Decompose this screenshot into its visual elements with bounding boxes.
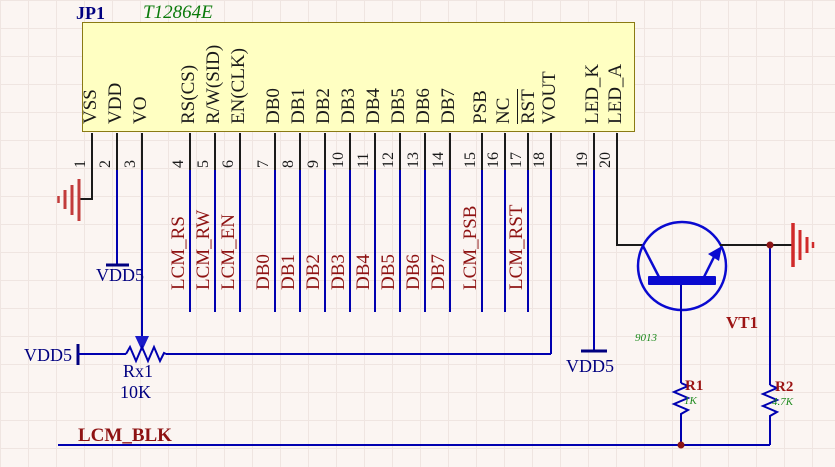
pin-number-17[interactable]: 17 <box>508 152 525 168</box>
rx1-designator[interactable]: Rx1 <box>123 361 154 381</box>
pin-number-20[interactable]: 20 <box>597 152 614 168</box>
net-label-db6[interactable]: DB6 <box>403 254 424 290</box>
pin-name-20[interactable]: LED_A <box>605 63 626 124</box>
pin-number-12[interactable]: 12 <box>380 152 397 168</box>
ground-symbol-right[interactable] <box>791 223 815 267</box>
power-port-vdd5-pin2[interactable] <box>106 170 129 267</box>
net-label-lcm_en[interactable]: LCM_EN <box>218 214 239 290</box>
pin-name-1[interactable]: VSS <box>80 89 101 124</box>
net-label-lcm-blk[interactable]: LCM_BLK <box>78 425 172 446</box>
pin-name-2[interactable]: VDD <box>105 82 126 124</box>
pin-name-9[interactable]: DB2 <box>313 88 334 124</box>
pin-number-15[interactable]: 15 <box>462 152 479 168</box>
net-label-db5[interactable]: DB5 <box>378 254 399 290</box>
pin-name-8[interactable]: DB1 <box>288 88 309 124</box>
pin-number-6[interactable]: 6 <box>220 160 237 168</box>
net-label-lcm_rw[interactable]: LCM_RW <box>193 209 214 290</box>
transistor-vt1[interactable] <box>636 220 728 383</box>
net-label-db1[interactable]: DB1 <box>278 254 299 290</box>
pin-name-12[interactable]: DB5 <box>388 88 409 124</box>
emitter-arrow-icon[interactable] <box>708 246 722 261</box>
pin-name-4[interactable]: RS(CS) <box>178 64 199 124</box>
net-label-lcm_psb[interactable]: LCM_PSB <box>460 205 481 290</box>
pin-number-10[interactable]: 10 <box>330 152 347 168</box>
rx1-value[interactable]: 10K <box>120 382 151 402</box>
net-label-lcm_rst[interactable]: LCM_RST <box>506 204 527 290</box>
net-label-db2[interactable]: DB2 <box>303 254 324 290</box>
connector-designator[interactable]: JP1 <box>76 3 105 23</box>
pin-number-4[interactable]: 4 <box>170 160 187 168</box>
pin-name-10[interactable]: DB3 <box>338 88 359 124</box>
wiper-arrow-icon[interactable] <box>135 336 149 351</box>
pin-number-13[interactable]: 13 <box>405 152 422 168</box>
net-stub-wires[interactable] <box>189 170 529 312</box>
pin-name-6[interactable]: EN(CLK) <box>228 48 249 124</box>
connector-part-number[interactable]: T12864E <box>143 2 213 23</box>
pin-number-18[interactable]: 18 <box>531 152 548 168</box>
junction-dot <box>677 441 685 449</box>
pin-number-1[interactable]: 1 <box>72 160 89 168</box>
wire-vout-row[interactable] <box>78 170 552 355</box>
wire-pin1-gnd[interactable] <box>80 133 93 200</box>
wire-pin20-collector[interactable] <box>616 170 643 246</box>
pin-number-9[interactable]: 9 <box>305 160 322 168</box>
r1-value[interactable]: 1K <box>684 395 697 407</box>
net-label-lcm_rs[interactable]: LCM_RS <box>168 216 189 290</box>
net-label-db3[interactable]: DB3 <box>328 254 349 290</box>
resistor-r1[interactable] <box>671 382 691 445</box>
pin-number-7[interactable]: 7 <box>255 160 272 168</box>
pin-name-11[interactable]: DB4 <box>363 88 384 124</box>
net-label-vdd5-pin19[interactable]: VDD5 <box>566 356 614 376</box>
pin-name-13[interactable]: DB6 <box>413 88 434 124</box>
pin-name-7[interactable]: DB0 <box>263 88 284 124</box>
pin-number-5[interactable]: 5 <box>195 160 212 168</box>
r2-designator[interactable]: R2 <box>775 379 794 395</box>
net-label-db4[interactable]: DB4 <box>353 254 374 290</box>
pin-number-2[interactable]: 2 <box>97 160 114 168</box>
net-label-db7[interactable]: DB7 <box>428 254 449 290</box>
pin-name-15[interactable]: PSB <box>470 90 491 124</box>
pin-number-8[interactable]: 8 <box>280 160 297 168</box>
power-port-vdd5-pin19[interactable] <box>581 170 607 353</box>
pin-number-3[interactable]: 3 <box>122 160 139 168</box>
r1-designator[interactable]: R1 <box>685 378 704 394</box>
connector-jp1-body[interactable] <box>82 22 635 132</box>
pin-number-14[interactable]: 14 <box>430 152 447 168</box>
potentiometer-rx1[interactable] <box>125 344 167 364</box>
resistor-r2[interactable] <box>760 245 780 445</box>
r2-value[interactable]: 4.7K <box>772 396 794 408</box>
junction-dot <box>766 241 774 249</box>
pin-name-16[interactable]: NC <box>493 97 514 124</box>
net-label-db0[interactable]: DB0 <box>253 254 274 290</box>
pin-name-17[interactable]: RST <box>517 89 539 124</box>
pin-name-14[interactable]: DB7 <box>438 88 459 124</box>
pin-number-11[interactable]: 11 <box>355 152 372 168</box>
net-label-vdd5-left[interactable]: VDD5 <box>24 345 72 365</box>
net-label-vdd5-pin2[interactable]: VDD5 <box>96 265 144 285</box>
pin-name-3[interactable]: VO <box>130 96 151 124</box>
ground-symbol-left[interactable] <box>57 179 81 221</box>
wire-pin3-wiper[interactable] <box>135 170 149 351</box>
vt1-value[interactable]: 9013 <box>635 332 657 344</box>
pin-number-16[interactable]: 16 <box>485 152 502 168</box>
pin-name-5[interactable]: R/W(SID) <box>203 44 224 124</box>
vt1-designator[interactable]: VT1 <box>726 313 759 332</box>
pin-name-19[interactable]: LED_K <box>582 63 603 124</box>
pin-number-19[interactable]: 19 <box>574 152 591 168</box>
pin-name-18[interactable]: VOUT <box>539 71 560 124</box>
